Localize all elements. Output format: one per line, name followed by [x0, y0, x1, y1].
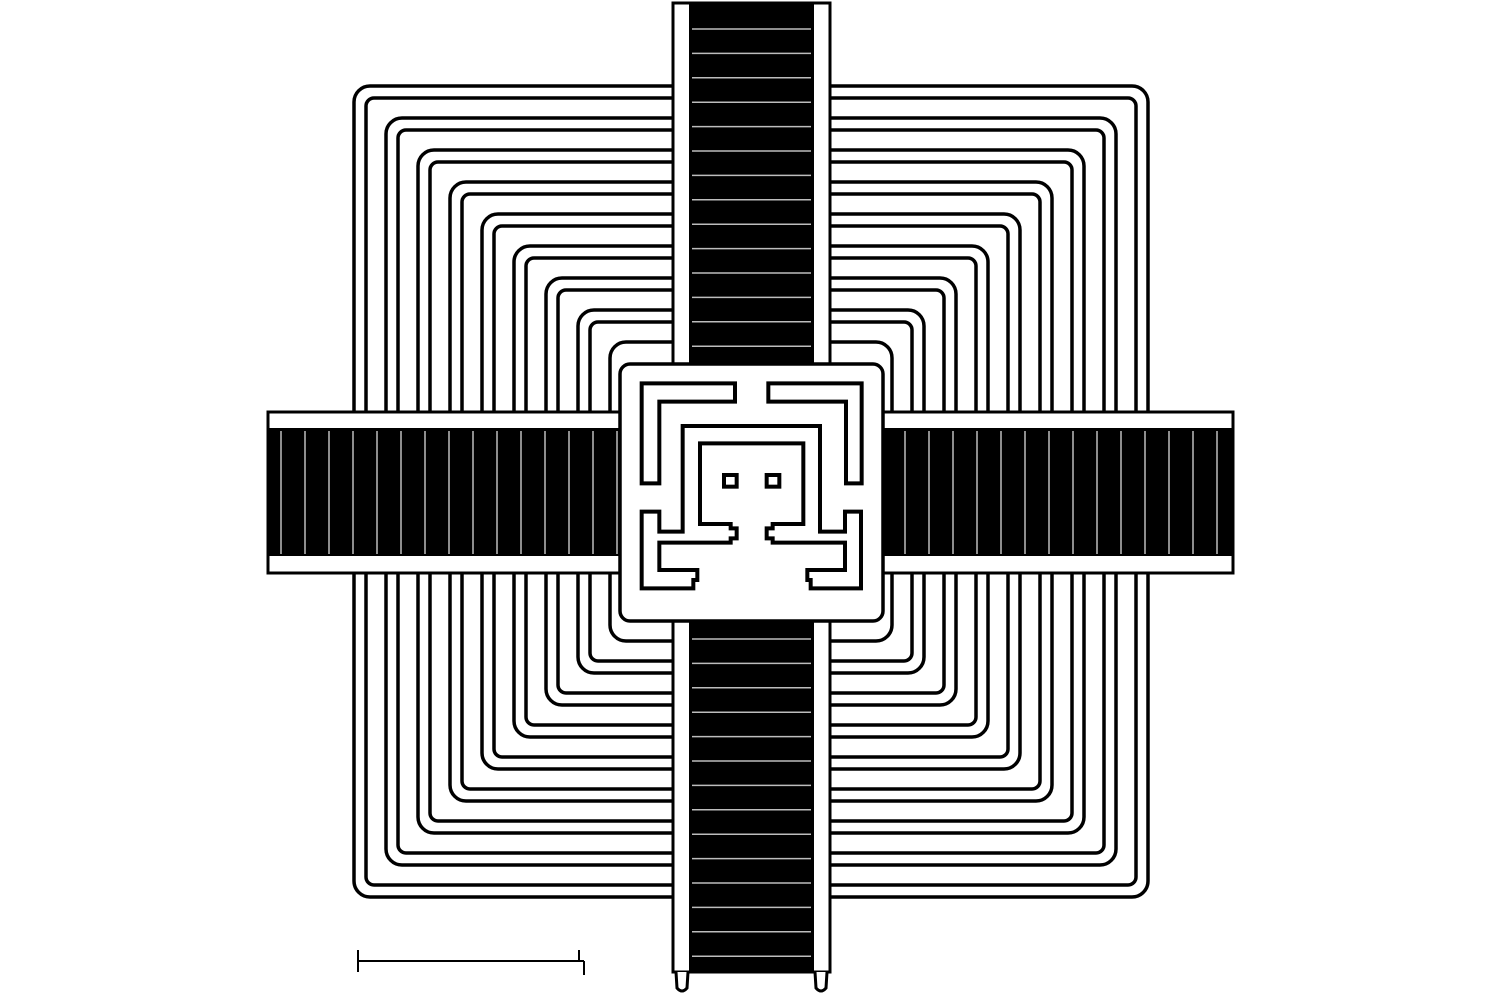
- central-temple: [618, 362, 885, 623]
- pillar-right: [764, 472, 782, 489]
- maze-wall-inner: [639, 423, 863, 591]
- scale-bar: [357, 950, 585, 975]
- maze-wall-top-right: [766, 381, 864, 486]
- stair-foot-left: [674, 971, 690, 993]
- maze-wall-top-left: [639, 381, 737, 486]
- pillar-left: [721, 472, 739, 489]
- stair-foot-right: [813, 971, 829, 993]
